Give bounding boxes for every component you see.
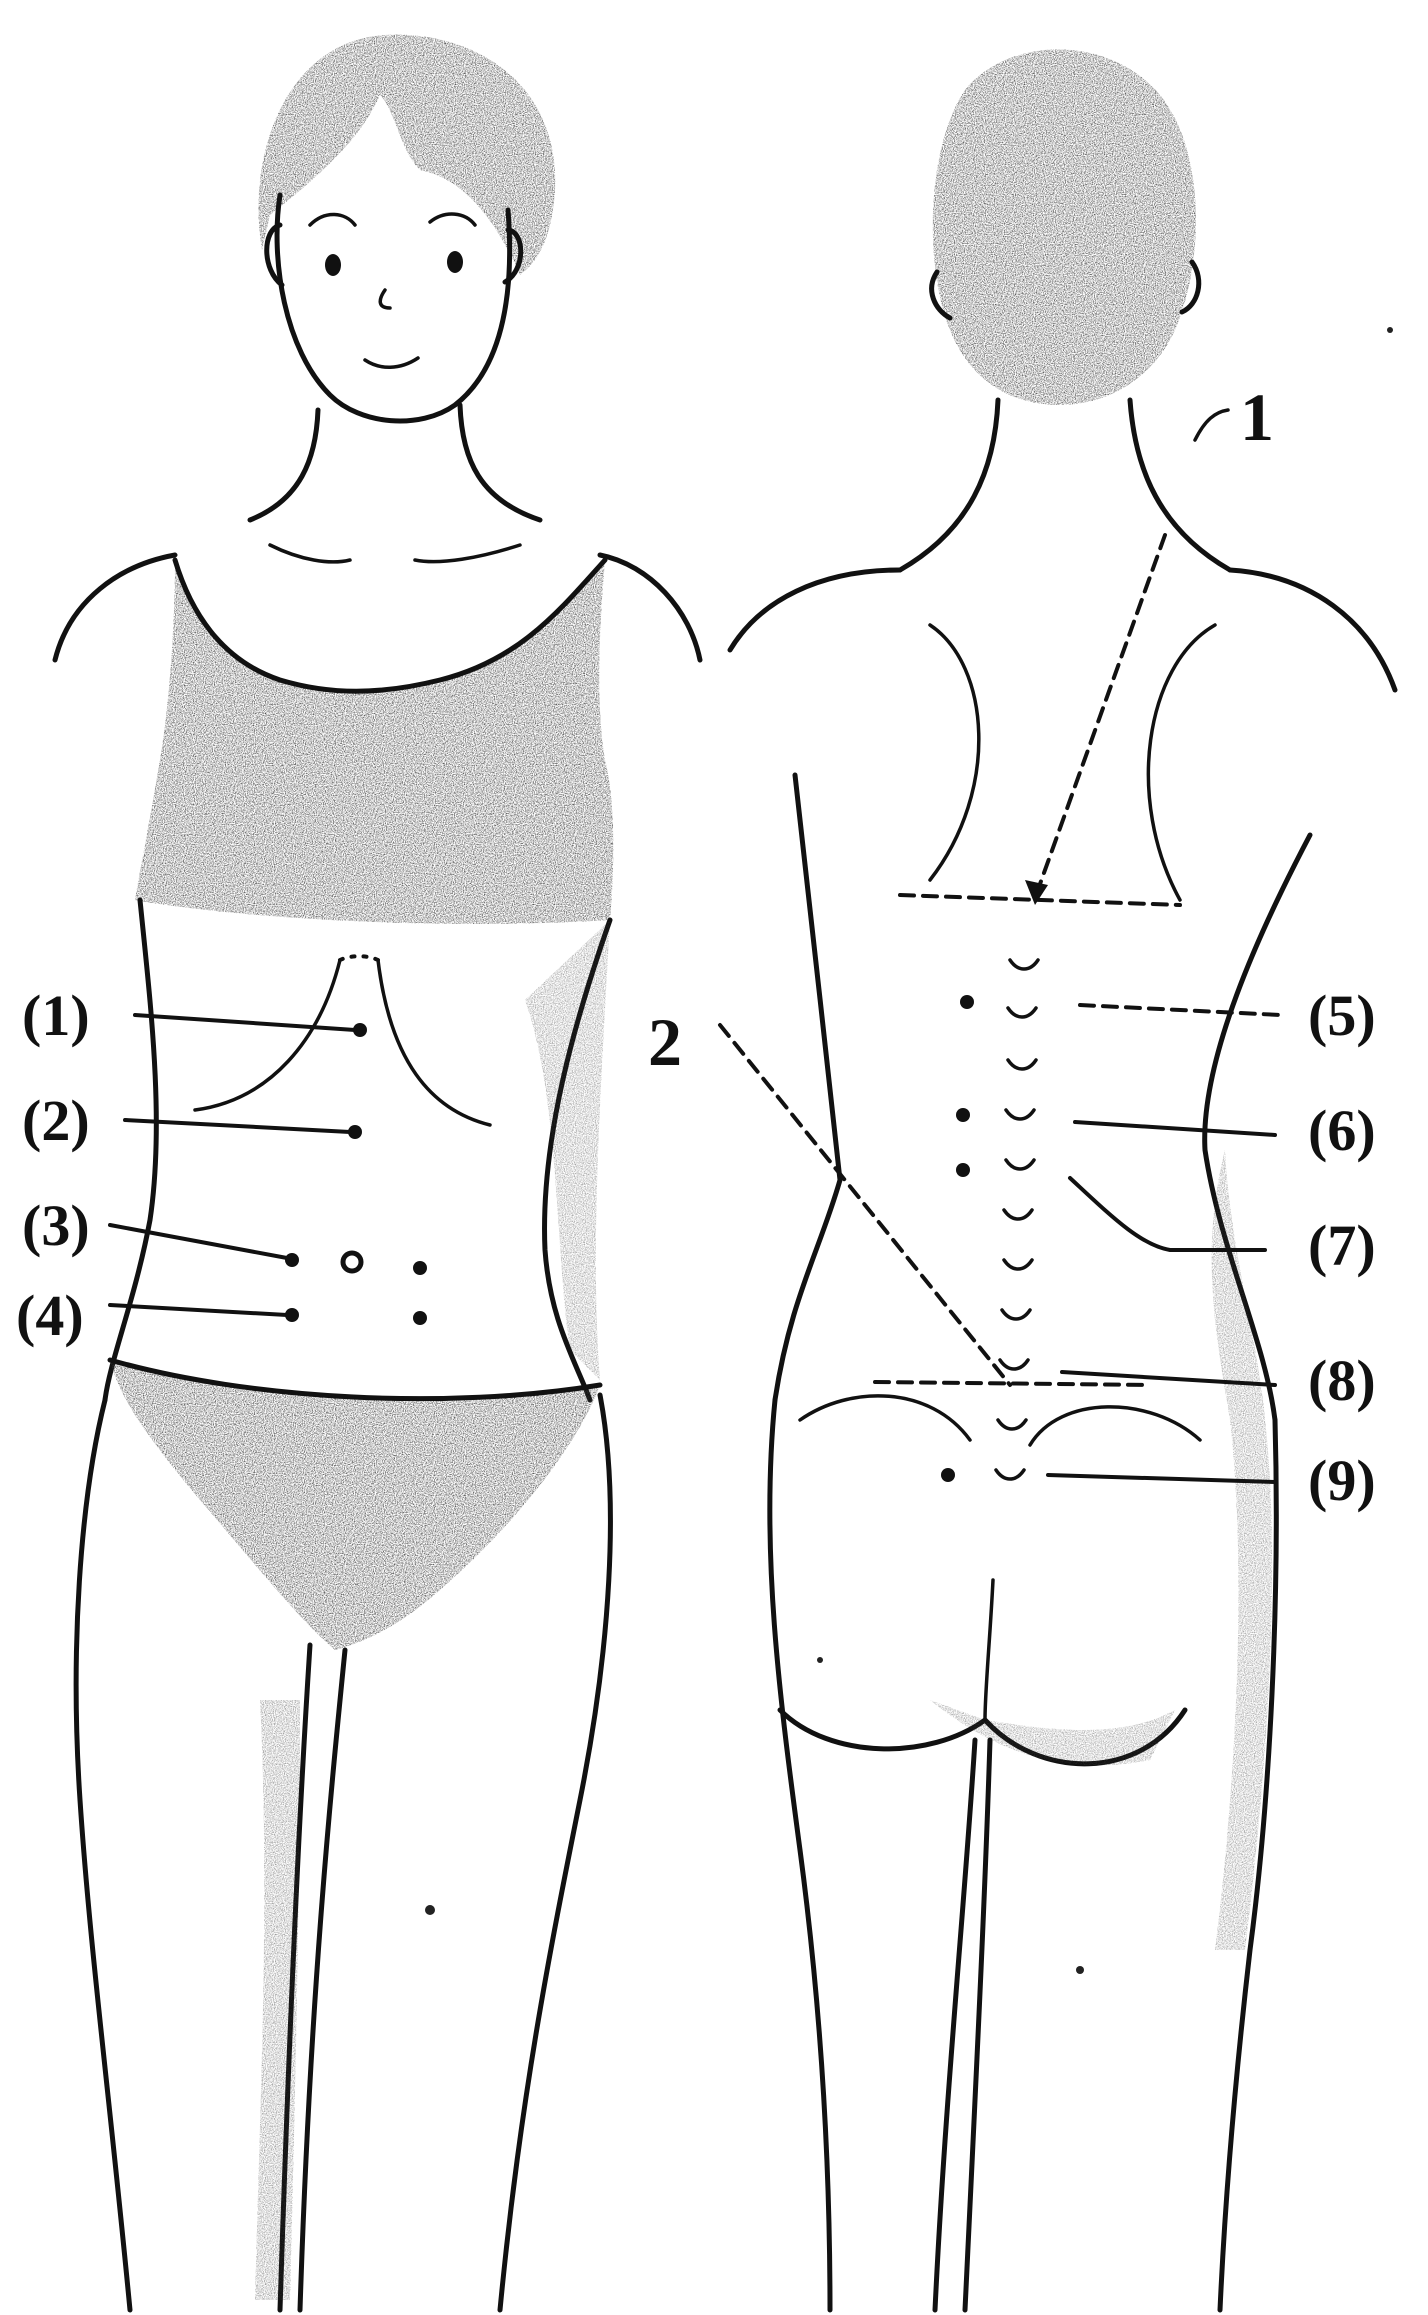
label-3: (3) bbox=[22, 1193, 90, 1258]
front-ribcage bbox=[195, 960, 340, 1110]
front-mouth bbox=[365, 358, 418, 367]
front-shoulder-left bbox=[55, 555, 175, 660]
front-brow-left bbox=[310, 214, 355, 225]
back-scapula-right bbox=[1148, 625, 1215, 900]
front-brow-right bbox=[430, 214, 475, 225]
spine-mark bbox=[1010, 960, 1038, 969]
line-1-pointer bbox=[1035, 535, 1165, 898]
spine-mark bbox=[1000, 1360, 1028, 1369]
front-point-3b bbox=[413, 1261, 427, 1275]
leader-4 bbox=[110, 1305, 287, 1315]
back-spine bbox=[996, 960, 1038, 1479]
label-6: (6) bbox=[1308, 1098, 1376, 1163]
spine-mark bbox=[1006, 1160, 1034, 1169]
spine-mark bbox=[1004, 1210, 1032, 1219]
label-2: (2) bbox=[22, 1088, 90, 1153]
front-point-3 bbox=[285, 1253, 299, 1267]
back-figure bbox=[730, 49, 1395, 2310]
leader-7 bbox=[1070, 1178, 1265, 1250]
label-5: (5) bbox=[1308, 983, 1376, 1048]
spine-mark bbox=[1008, 1060, 1036, 1069]
leader-3 bbox=[110, 1225, 287, 1258]
back-scapula-left bbox=[930, 625, 979, 880]
front-leg-inner-right bbox=[300, 1650, 345, 2310]
front-eye-right bbox=[447, 251, 463, 273]
back-point-5 bbox=[960, 995, 974, 1009]
back-head bbox=[933, 49, 1196, 405]
spine-mark bbox=[1008, 1008, 1036, 1017]
back-point-6 bbox=[956, 1108, 970, 1122]
line-label-2: 2 bbox=[648, 1004, 682, 1080]
label-7: (7) bbox=[1308, 1213, 1376, 1278]
back-iliac-line bbox=[875, 1382, 1150, 1385]
spine-mark bbox=[1006, 1110, 1034, 1119]
label-8: (8) bbox=[1308, 1348, 1376, 1413]
spine-mark bbox=[1004, 1260, 1032, 1269]
label-4: (4) bbox=[16, 1283, 84, 1348]
back-leg-left-outer bbox=[770, 1400, 830, 2310]
line-1-tick bbox=[1195, 410, 1228, 440]
back-point-7 bbox=[956, 1163, 970, 1177]
front-face bbox=[277, 195, 510, 421]
back-torso-left bbox=[775, 775, 840, 1400]
front-top bbox=[135, 560, 613, 924]
back-leaders bbox=[720, 410, 1280, 1482]
back-hip-right bbox=[1030, 1407, 1200, 1445]
back-gluteal-cleft bbox=[985, 1580, 993, 1720]
speck bbox=[1387, 327, 1393, 333]
front-neck bbox=[250, 410, 318, 520]
speck bbox=[1076, 1966, 1084, 1974]
front-clavicle-left bbox=[270, 545, 350, 562]
front-neck-right bbox=[460, 405, 540, 520]
back-point-9 bbox=[941, 1468, 955, 1482]
back-shoulder-right bbox=[1230, 570, 1395, 690]
front-nose bbox=[380, 290, 390, 308]
front-leg-shade bbox=[255, 1700, 300, 2300]
spine-mark bbox=[998, 1420, 1026, 1429]
leader-6 bbox=[1075, 1122, 1275, 1135]
speck bbox=[425, 1905, 435, 1915]
front-clavicle-right bbox=[415, 545, 520, 562]
front-sternum bbox=[340, 956, 378, 960]
front-underwear bbox=[110, 1360, 600, 1650]
front-side-shade bbox=[525, 920, 610, 1380]
label-1: (1) bbox=[22, 983, 90, 1048]
back-shoulder-left bbox=[730, 570, 900, 650]
back-neck-left bbox=[900, 400, 998, 570]
front-torso-left bbox=[105, 900, 156, 1400]
front-navel bbox=[343, 1253, 361, 1271]
back-neck-right bbox=[1130, 400, 1230, 570]
front-eye-left bbox=[325, 254, 341, 276]
front-ribcage-right bbox=[378, 960, 490, 1125]
line-2-pointer bbox=[720, 1025, 1010, 1385]
speck bbox=[817, 1657, 823, 1663]
leader-5 bbox=[1080, 1005, 1280, 1015]
leader-1 bbox=[135, 1015, 355, 1030]
spine-mark bbox=[1002, 1310, 1030, 1319]
back-hip-left bbox=[800, 1396, 970, 1440]
front-shoulder-right bbox=[600, 555, 700, 660]
front-figure bbox=[55, 35, 700, 2310]
spine-mark bbox=[996, 1470, 1024, 1479]
label-9: (9) bbox=[1308, 1448, 1376, 1513]
front-point-4b bbox=[413, 1311, 427, 1325]
front-leg-left-outer bbox=[76, 1400, 130, 2310]
line-label-1: 1 bbox=[1240, 379, 1274, 455]
front-leaders bbox=[110, 1015, 355, 1315]
front-leg-right-outer bbox=[500, 1395, 610, 2310]
